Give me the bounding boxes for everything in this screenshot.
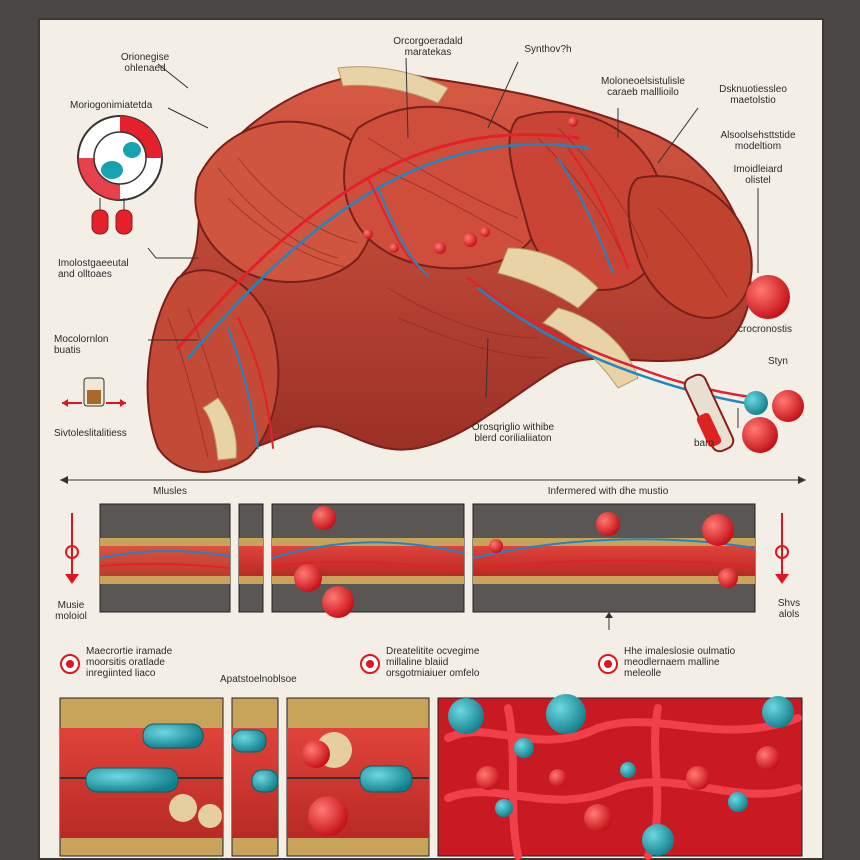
tendon-band-2 (542, 307, 639, 389)
tube-ends (742, 390, 804, 453)
tendon-band-1 (497, 247, 599, 309)
closeup-panel-3 (286, 697, 430, 857)
note-c: Dreatelitite ocvegime millaline blaiid o… (386, 646, 480, 679)
leader-lines (147, 57, 759, 428)
section-left-title: Mlusles (153, 486, 187, 497)
label-right-component: crocronostis (738, 324, 792, 335)
panel-2 (238, 503, 264, 613)
label-bottom-anatomy: Orosqriglio withibe blerd corilialiiaton (471, 422, 555, 444)
label-top-center: Orcorgoeradald maratekas (393, 36, 463, 58)
note-d: Hhe imaleslosie oulmatio meodlernaem mal… (624, 646, 736, 679)
label-right-marker: Shvs alols (777, 598, 801, 620)
vessel-cross-section-panels (99, 503, 756, 618)
label-top-right-b: Dsknuotiessleo maetolstio (719, 84, 787, 106)
closeup-panel-2 (231, 697, 279, 857)
label-top-right-a: Moloneoelsistulisle caraeb malllioilo (601, 76, 685, 98)
note-a: Maecrortie iramade moorsitis oratlade in… (86, 646, 173, 679)
diagram-canvas (59, 57, 806, 860)
panel-4 (472, 503, 756, 613)
closeup-panel-1 (59, 697, 224, 857)
vial-icon (62, 377, 126, 407)
blood-vessels (176, 132, 765, 449)
tendon-band-3 (202, 397, 237, 461)
label-right-b: Imoidleiard olistel (733, 164, 783, 186)
back-muscle (508, 110, 667, 291)
label-top-left-title: Orionegise ohlenaed (120, 52, 170, 74)
note-markers (60, 654, 618, 674)
lower-back-muscle (627, 175, 753, 320)
forearm-muscle (146, 269, 280, 473)
note-b: Apatstoelnoblsoe (220, 674, 297, 685)
tissue-closeup-panels (59, 694, 803, 860)
label-tube: baro (693, 438, 714, 449)
label-muscle-marker: Musie moloiol (55, 600, 87, 622)
red-component-ball (746, 275, 790, 319)
panel-3 (271, 503, 465, 618)
label-morphology: Moriogonimiatetda (70, 100, 153, 111)
panel-1 (99, 503, 231, 613)
label-right-a: Alsoolsehsttstide modeltiom (720, 130, 796, 152)
muscle-anatomy-illustration (146, 66, 804, 473)
inset-circle-diagram (77, 115, 163, 235)
blood-cell-markers (363, 117, 578, 254)
syringe-illustration (683, 373, 735, 453)
section-right-title: Infermered with dhe mustio (547, 486, 669, 497)
closeup-panel-4 (437, 694, 803, 860)
label-synthesis: Synthov?h (524, 44, 572, 55)
diagram-sheet: Orionegise ohlenaed Moriogonimiatetda Im… (38, 18, 824, 860)
label-muscle-bundle: Mocolornlon buatis (54, 334, 109, 356)
tendon-band-4 (337, 66, 449, 104)
label-syringe: Styn (767, 356, 788, 367)
label-immunological: Imolostgaeeutal and olltoaes (58, 258, 129, 280)
label-side-note-left: Sivtoleslitalitiess (54, 428, 127, 439)
